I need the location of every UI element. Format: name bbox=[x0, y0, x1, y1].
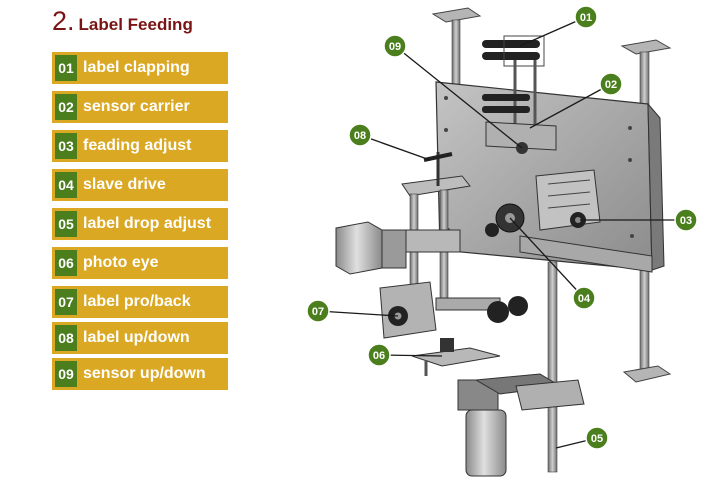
legend-number: 06 bbox=[55, 250, 77, 276]
legend-number: 08 bbox=[55, 325, 77, 351]
legend-label: label drop adjust bbox=[83, 215, 212, 232]
section-title-text: Label Feeding bbox=[78, 15, 193, 34]
legend-item-08: 08 label up/down bbox=[52, 322, 228, 354]
callout-02: 02 bbox=[599, 72, 623, 96]
callout-06-label: 06 bbox=[373, 350, 385, 362]
legend-number: 07 bbox=[55, 289, 77, 315]
sensor-carrier-assembly bbox=[482, 94, 557, 154]
callout-05: 05 bbox=[585, 426, 609, 450]
callout-09-label: 09 bbox=[389, 41, 401, 53]
legend-item-09: 09 sensor up/down bbox=[52, 358, 228, 390]
legend-label: label clapping bbox=[83, 59, 190, 76]
legend-label: slave drive bbox=[83, 176, 166, 193]
legend-number: 03 bbox=[55, 133, 77, 159]
callout-01-label: 01 bbox=[580, 12, 592, 24]
legend-item-03: 03 feading adjust bbox=[52, 130, 228, 162]
callout-08-label: 08 bbox=[354, 130, 366, 142]
legend-number: 09 bbox=[55, 361, 77, 387]
legend-number: 04 bbox=[55, 172, 77, 198]
legend-number: 01 bbox=[55, 55, 77, 81]
legend-item-02: 02 sensor carrier bbox=[52, 91, 228, 123]
callout-07: 07 bbox=[306, 299, 330, 323]
pro-back-assembly bbox=[379, 281, 528, 339]
base-rail bbox=[519, 235, 653, 273]
callout-03: 03 bbox=[674, 208, 698, 232]
stepper-motor bbox=[335, 221, 407, 275]
callout-07-label: 07 bbox=[312, 306, 324, 318]
drop-adjust-motor bbox=[457, 373, 585, 477]
callout-01: 01 bbox=[574, 5, 598, 29]
callout-08: 08 bbox=[348, 123, 372, 147]
callout-02-label: 02 bbox=[605, 79, 617, 91]
callout-09: 09 bbox=[383, 34, 407, 58]
vertical-slide-frame bbox=[401, 152, 471, 315]
feeding-adjust-assembly bbox=[535, 169, 601, 231]
legend-label: label up/down bbox=[83, 329, 190, 346]
legend-label: label pro/back bbox=[83, 293, 191, 310]
legend-label: feading adjust bbox=[83, 137, 192, 154]
legend-label: photo eye bbox=[83, 254, 159, 271]
photo-eye bbox=[411, 338, 501, 376]
callout-04: 04 bbox=[572, 286, 596, 310]
legend-label: sensor up/down bbox=[83, 365, 206, 382]
callout-06: 06 bbox=[367, 343, 391, 367]
callout-04-label: 04 bbox=[578, 293, 591, 305]
callout-05-label: 05 bbox=[591, 433, 603, 445]
section-number: 2. bbox=[52, 6, 75, 36]
legend-label: sensor carrier bbox=[83, 98, 190, 115]
section-title: 2. Label Feeding bbox=[52, 6, 193, 37]
leader-lines bbox=[317, 16, 684, 449]
legend-number: 05 bbox=[55, 211, 77, 237]
legend-item-07: 07 label pro/back bbox=[52, 286, 228, 318]
legend-item-04: 04 slave drive bbox=[52, 169, 228, 201]
callout-03-label: 03 bbox=[680, 215, 692, 227]
legend-number: 02 bbox=[55, 94, 77, 120]
legend-item-05: 05 label drop adjust bbox=[52, 208, 228, 240]
legend-item-06: 06 photo eye bbox=[52, 247, 228, 279]
support-post-left bbox=[431, 7, 482, 91]
support-post-center bbox=[547, 261, 558, 473]
legend-item-01: 01 label clapping bbox=[52, 52, 228, 84]
